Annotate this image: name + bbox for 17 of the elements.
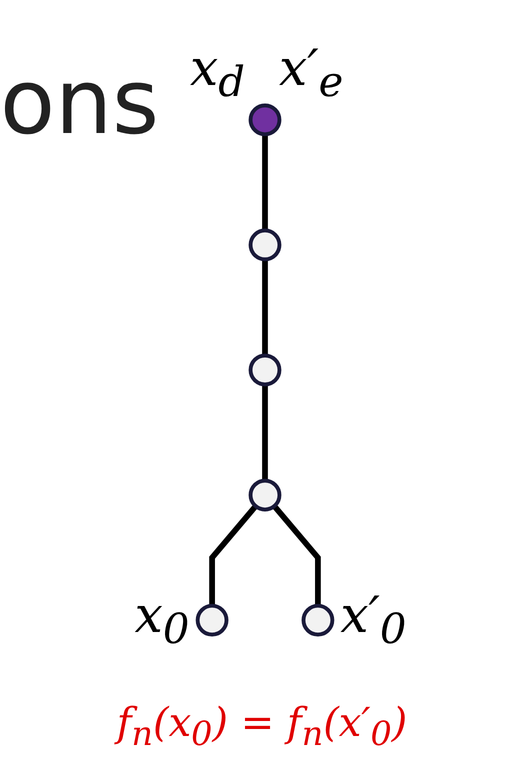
variable-label: x$_{0}$	[134, 590, 190, 650]
node-circle	[248, 354, 282, 386]
node-circle	[248, 478, 282, 512]
connector	[209, 504, 258, 606]
connector	[262, 259, 268, 356]
variable-label: x′$_{0}$	[340, 590, 406, 650]
variable-label: x$_{d}$	[190, 43, 245, 104]
connector	[272, 504, 321, 606]
connector	[262, 134, 268, 230]
connector	[262, 384, 268, 481]
node-circle	[248, 228, 282, 262]
node-circle	[302, 604, 334, 637]
node-circle	[248, 103, 282, 136]
node-circle	[196, 604, 228, 637]
title-fragment: ons	[0, 50, 159, 155]
formula-caption: f$_{n}$(x$_{0}$) = f$_{n}$(x′$_{0}$)	[0, 700, 524, 753]
variable-label: x′$_{e}$	[279, 43, 344, 104]
